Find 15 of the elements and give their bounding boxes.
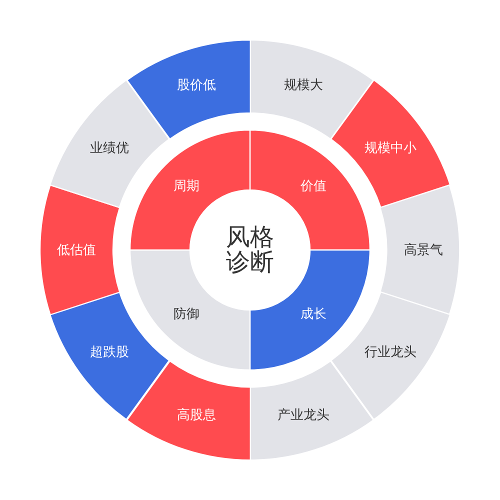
center-label: 风格诊断 [225,225,275,275]
segment-label: 股价低 [176,76,216,93]
segment-label: 高股息 [176,407,216,423]
segment-label: 周期 [173,178,200,194]
segment-label: 防御 [173,306,200,322]
segment-label: 成长 [300,306,327,322]
segment-label: 业绩优 [90,140,130,156]
segment-label: 价值 [300,178,327,194]
segment-label: 规模中小 [364,140,416,156]
segment-label: 低估值 [57,242,96,258]
segment-label: 行业龙头 [364,344,416,360]
segment-label: 超跌股 [90,344,130,360]
segment-label: 高景气 [404,242,443,258]
segment-label: 规模大 [284,76,324,93]
segment-label: 产业龙头 [278,407,330,423]
